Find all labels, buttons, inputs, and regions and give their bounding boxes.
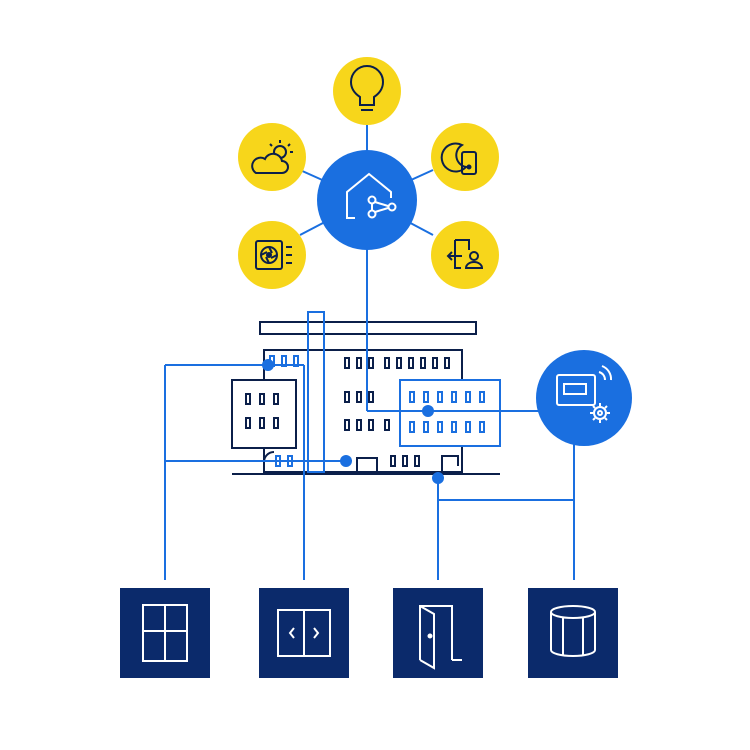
satellite-access <box>431 221 499 289</box>
sliding-door-icon <box>277 609 331 657</box>
badge-exit-icon <box>446 239 484 269</box>
building-highlights <box>269 311 501 473</box>
sun-cloud-icon <box>251 140 293 174</box>
device-revolving-door <box>528 588 618 678</box>
light-bulb-icon <box>349 65 385 111</box>
open-door-icon <box>419 605 462 670</box>
satellite-night-mode <box>431 123 499 191</box>
controller-node <box>536 350 632 446</box>
satellite-lighting <box>333 57 401 125</box>
device-window <box>120 588 210 678</box>
office-building-icon <box>231 321 500 475</box>
satellite-hvac <box>238 221 306 289</box>
device-sliding-door <box>259 588 349 678</box>
revolving-door-icon <box>550 605 596 657</box>
moon-phone-icon <box>440 142 477 175</box>
satellite-weather <box>238 123 306 191</box>
fan-unit-icon <box>255 240 292 270</box>
smart-home-hub-icon <box>346 172 397 219</box>
wireless-controller-gear-icon <box>556 365 613 423</box>
junction-dots <box>262 359 444 484</box>
wiring <box>164 240 575 580</box>
device-door <box>393 588 483 678</box>
hub-node <box>317 150 417 250</box>
window-icon <box>142 604 188 662</box>
